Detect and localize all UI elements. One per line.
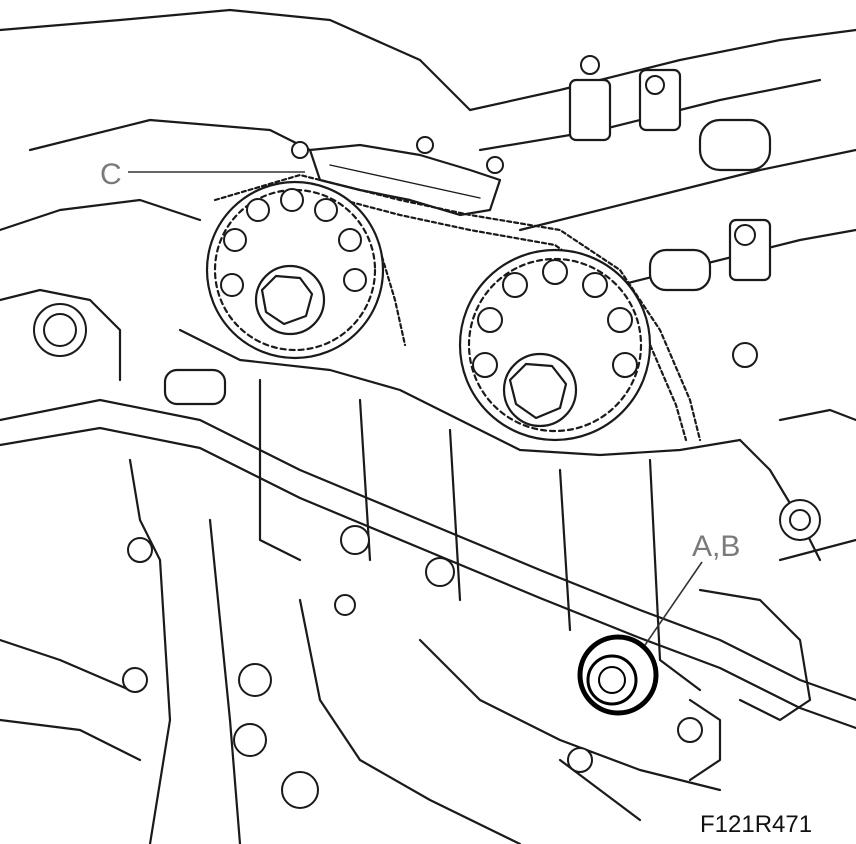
port-inner bbox=[789, 509, 811, 531]
bolt-head bbox=[416, 136, 434, 154]
figure-reference: F121R471 bbox=[700, 811, 812, 838]
sprocket-bolt bbox=[260, 274, 314, 326]
cam-cap-1 bbox=[568, 78, 612, 142]
bolt-head bbox=[645, 75, 665, 95]
right-sprocket bbox=[458, 248, 652, 442]
engine-block-outline bbox=[0, 8, 856, 844]
bolt-head bbox=[486, 156, 504, 174]
callout-ab-label: A,B bbox=[692, 530, 740, 563]
chain-guide bbox=[291, 136, 504, 217]
cam-lobe-2 bbox=[648, 248, 712, 292]
block-bolts bbox=[33, 303, 703, 809]
left-sprocket bbox=[205, 180, 385, 360]
sprocket-bolt bbox=[508, 362, 568, 420]
bolt-head bbox=[734, 224, 756, 246]
bolt-head bbox=[580, 55, 600, 75]
seal-ab bbox=[577, 634, 659, 716]
callout-ab-leader bbox=[644, 561, 703, 646]
camshaft-assembly bbox=[468, 28, 856, 541]
bolt-head bbox=[732, 342, 758, 368]
bolt-head bbox=[291, 141, 309, 159]
cam-lobe bbox=[698, 118, 772, 172]
callout-c-label: C bbox=[100, 158, 122, 191]
